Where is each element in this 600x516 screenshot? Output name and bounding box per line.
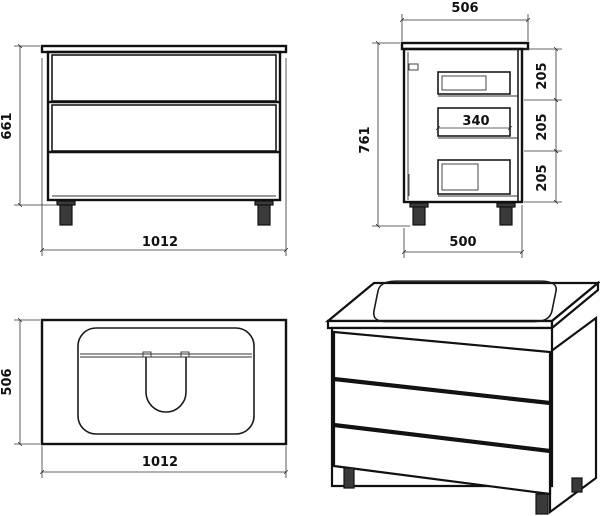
top-basin-clip-right (180, 351, 190, 358)
front-cabinet-body (46, 50, 282, 202)
side-drawer-inner-3 (441, 163, 479, 191)
side-drawer-inner-1 (441, 75, 487, 91)
dim-inner-width: 340 (462, 114, 489, 129)
front-leg-left-cap (56, 200, 76, 206)
iso-drawer-3 (332, 424, 552, 496)
side-drawer-box-1 (437, 71, 511, 95)
front-leg-right-cap (254, 200, 274, 206)
dim-drawer-3: 205 (535, 164, 550, 191)
top-basin-outline (77, 327, 255, 435)
dim-side-depth: 500 (449, 235, 476, 250)
side-fixture (408, 63, 419, 71)
dim-top-width: 1012 (142, 455, 178, 470)
dim-front-height: 661 (0, 112, 15, 139)
side-view: 340 506 500 761 205 205 205 (358, 1, 562, 258)
side-leg-left-cap (409, 202, 429, 208)
front-drawer-2 (51, 104, 277, 152)
front-view: 661 1012 (0, 43, 289, 256)
iso-top-side-edge (550, 280, 600, 331)
dim-drawer-2: 205 (535, 113, 550, 140)
front-drawer-1 (51, 54, 277, 102)
dim-front-width: 1012 (142, 235, 178, 250)
top-countertop (40, 318, 288, 446)
top-overflow-cutout (145, 357, 187, 413)
iso-leg-back-right (571, 477, 583, 493)
top-view: 506 1012 (0, 317, 289, 478)
iso-basin (372, 280, 557, 323)
iso-leg-front-right (535, 493, 549, 515)
dim-side-width: 506 (451, 1, 478, 16)
side-cabinet-body (402, 47, 524, 204)
iso-drawer-2 (332, 378, 552, 452)
top-basin-clip-left (142, 351, 152, 358)
side-drawer-box-2 (437, 107, 511, 137)
iso-drawer-1 (332, 330, 552, 404)
iso-leg-front-left (343, 467, 355, 489)
dim-top-depth: 506 (0, 368, 15, 395)
side-leg-right-cap (496, 202, 516, 208)
dim-side-height: 761 (358, 126, 373, 153)
isometric-view (324, 280, 600, 515)
side-drawer-box-3 (437, 159, 511, 195)
dim-drawer-1: 205 (535, 62, 550, 89)
